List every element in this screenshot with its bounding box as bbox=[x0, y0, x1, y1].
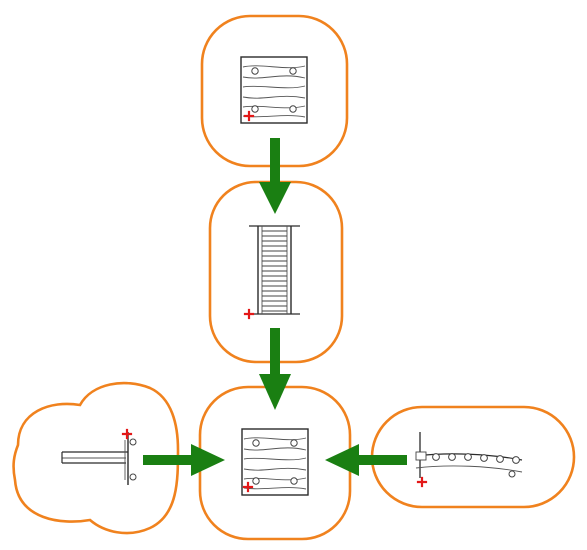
origin-marker-icon bbox=[416, 476, 428, 488]
node-outline bbox=[12, 381, 180, 535]
origin-marker-icon bbox=[243, 308, 255, 320]
bracket-component-icon bbox=[61, 432, 137, 485]
node-left-bracket[interactable] bbox=[12, 381, 180, 535]
ladder-component-icon bbox=[249, 225, 300, 315]
plate-component-icon bbox=[241, 428, 309, 496]
arrow-left-to-bottom bbox=[143, 444, 225, 476]
conveyor-component-icon bbox=[415, 432, 523, 478]
arrow-middle-to-bottom bbox=[259, 328, 291, 410]
origin-marker-icon bbox=[121, 428, 133, 440]
arrow-top-to-middle bbox=[259, 138, 291, 214]
arrow-right-to-bottom bbox=[325, 444, 407, 476]
plate-component-icon bbox=[240, 56, 308, 124]
